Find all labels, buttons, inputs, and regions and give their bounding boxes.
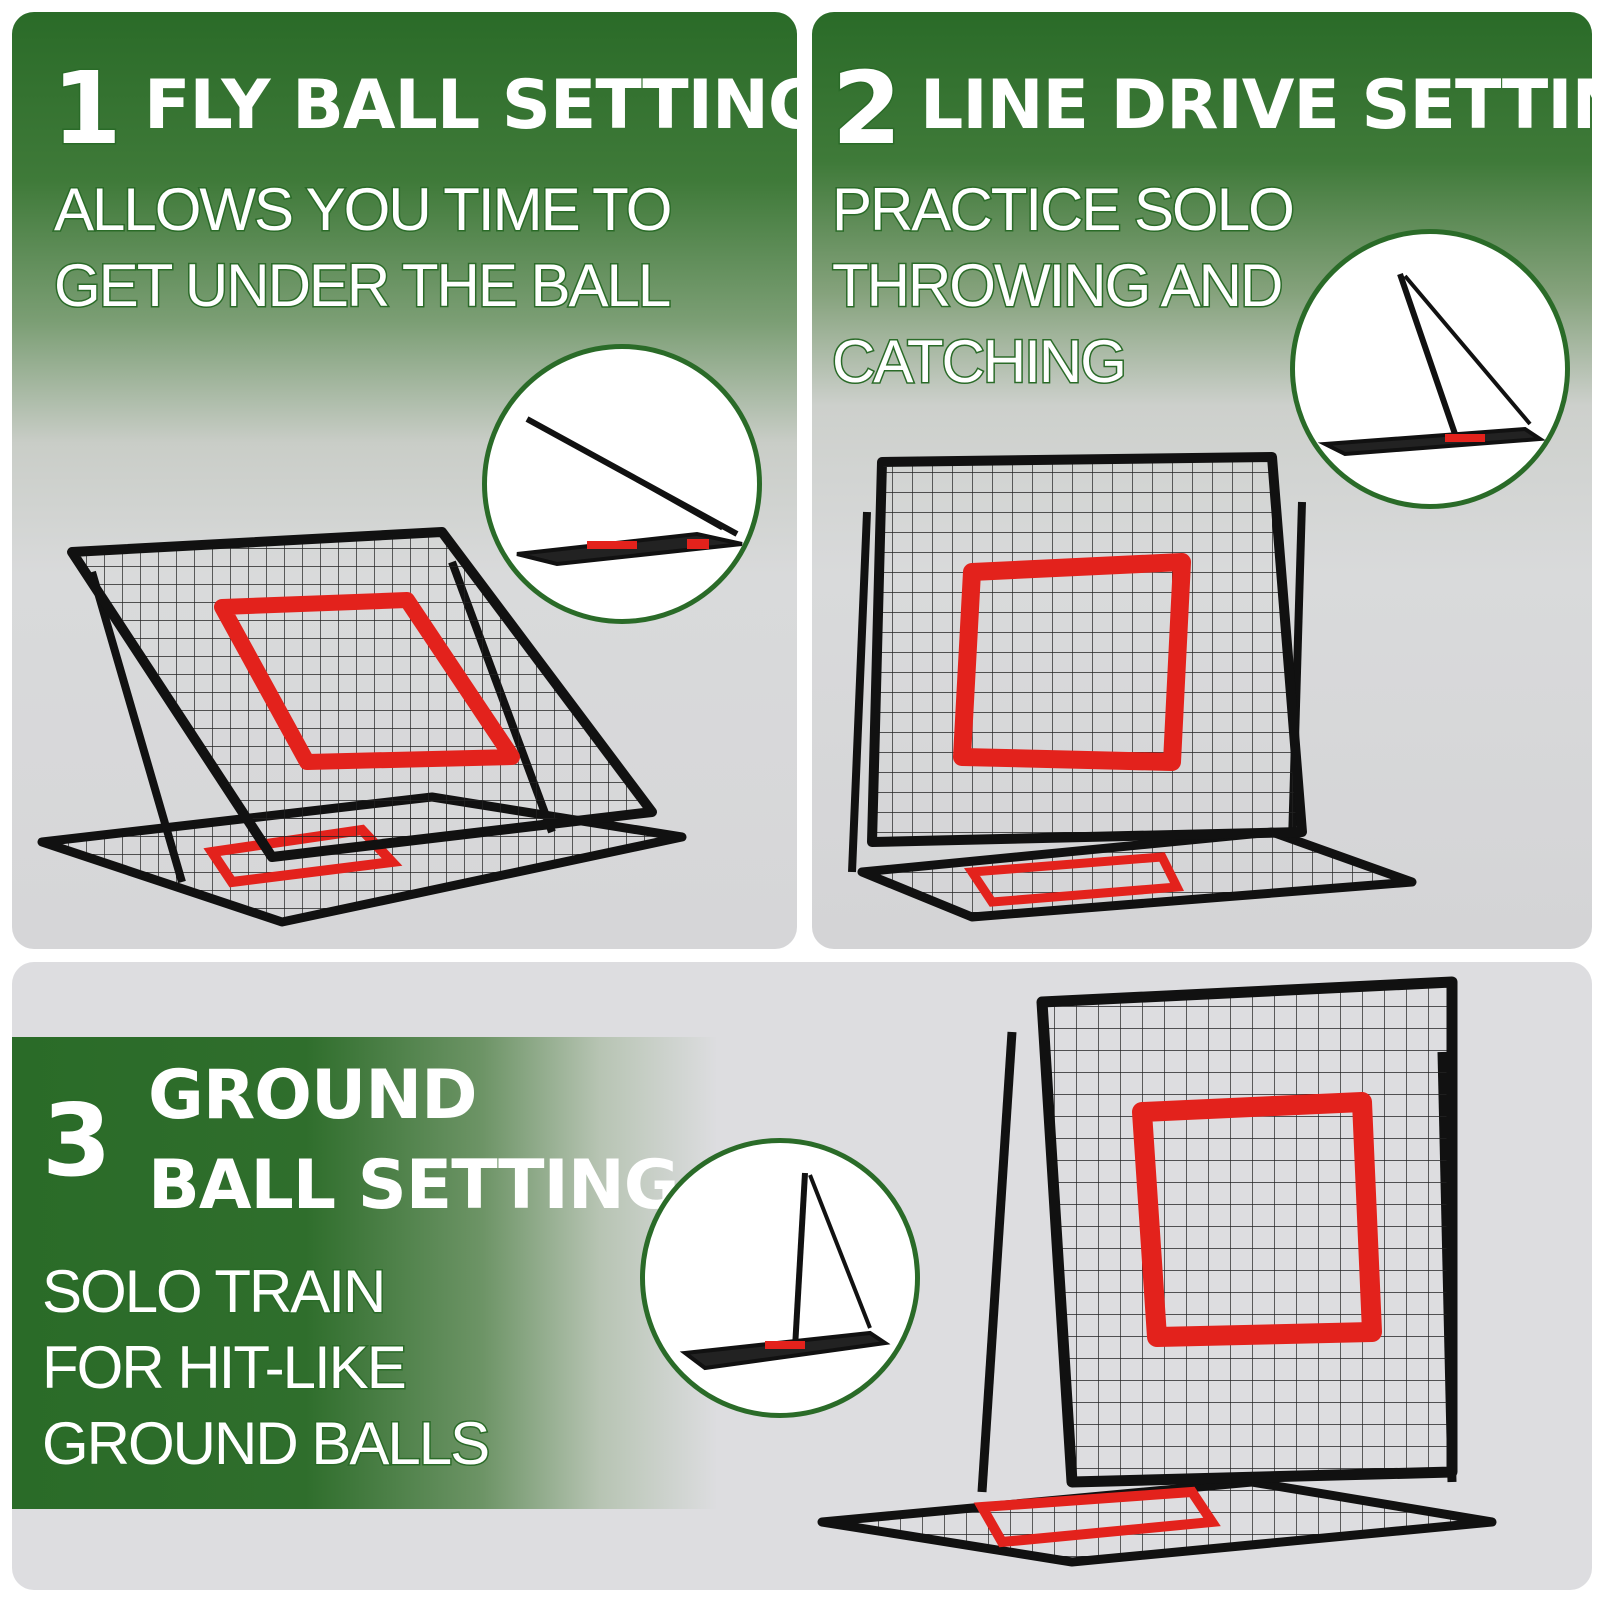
fly-ball-side-view-circle bbox=[482, 344, 762, 624]
line-drive-line-3: CATCHING bbox=[831, 328, 1129, 395]
ground-ball-title-line-2: BALL SETTING bbox=[148, 1146, 680, 1225]
ground-ball-line-3: GROUND BALLS bbox=[40, 1410, 491, 1477]
rebounder-reclined-image bbox=[37, 527, 687, 927]
ground-ball-setting-panel: 3 GROUND BALL SETTING SOLO TRAIN FOR HIT… bbox=[12, 962, 1592, 1590]
line-drive-setting-panel: 2 LINE DRIVE SETTING PRACTICE SOLO THROW… bbox=[812, 12, 1592, 949]
rebounder-side-view-image-2 bbox=[1317, 273, 1546, 457]
fly-ball-title: FLY BALL SETTING bbox=[144, 66, 797, 145]
rebounder-side-view-image bbox=[516, 416, 743, 567]
ground-ball-line-1: SOLO TRAIN bbox=[40, 1258, 387, 1325]
fly-ball-line-2: GET UNDER THE BALL bbox=[52, 252, 672, 319]
line-drive-side-view-circle bbox=[1290, 229, 1570, 509]
fly-ball-setting-panel: 1 FLY BALL SETTING ALLOWS YOU TIME TO GE… bbox=[12, 12, 797, 949]
rebounder-side-view-image-3 bbox=[679, 1172, 891, 1371]
step-number-1: 1 bbox=[51, 49, 124, 169]
ground-ball-side-view-circle bbox=[640, 1138, 920, 1418]
fly-ball-line-1: ALLOWS YOU TIME TO bbox=[52, 176, 673, 243]
line-drive-line-2: THROWING AND bbox=[830, 252, 1284, 319]
ground-ball-line-2: FOR HIT-LIKE bbox=[41, 1334, 409, 1401]
line-drive-title: LINE DRIVE SETTING bbox=[920, 66, 1592, 145]
rebounder-vertical-image bbox=[817, 976, 1497, 1567]
rebounder-upright-image bbox=[848, 452, 1417, 922]
step-number-2: 2 bbox=[831, 49, 904, 169]
step-number-3: 3 bbox=[41, 1081, 114, 1201]
line-drive-line-1: PRACTICE SOLO bbox=[831, 176, 1297, 243]
ground-ball-title-line-1: GROUND bbox=[148, 1056, 478, 1135]
